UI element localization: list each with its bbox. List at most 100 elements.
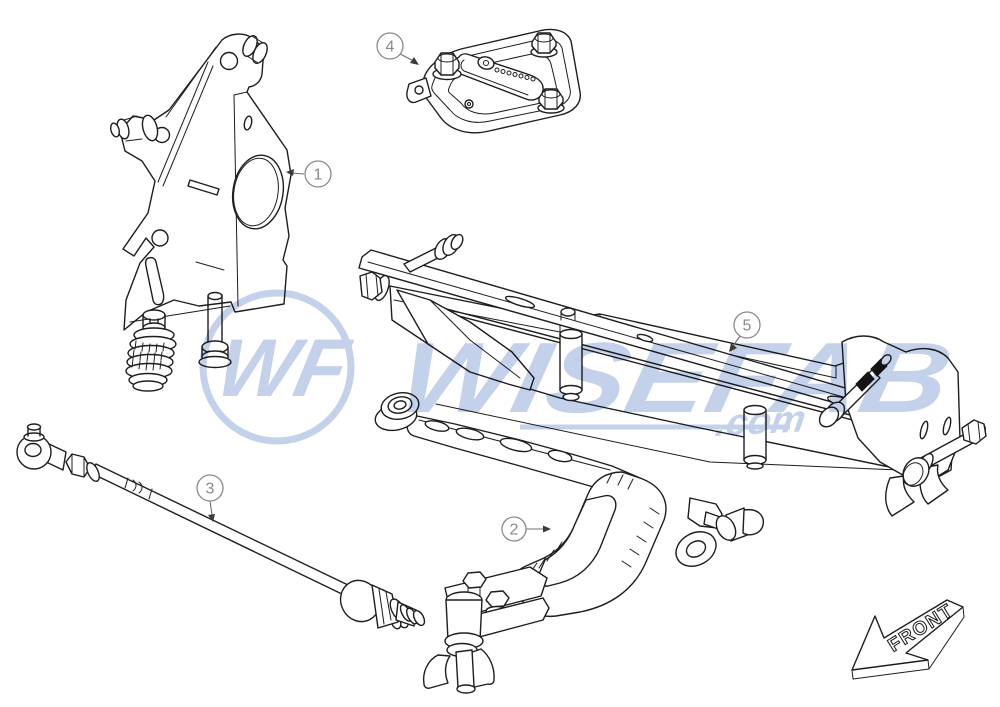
fork-bolt-1-head <box>462 571 487 589</box>
part-4-nut-top-right <box>530 32 558 58</box>
part-5-left-foot-fold <box>429 299 521 379</box>
part-3-rod-end <box>16 423 67 471</box>
bracket-slot-1 <box>919 420 929 440</box>
part-5-crossmember-brace <box>358 233 987 517</box>
part-2-cutout-2 <box>455 427 485 441</box>
callout-3-arrowhead <box>208 514 215 522</box>
part-3-tie-rod <box>16 423 426 629</box>
callout-5: 5 <box>729 311 761 352</box>
joint-hex-body <box>371 584 399 629</box>
bolt-head-cap <box>450 233 464 251</box>
callout-5-arrowhead <box>729 343 737 352</box>
watermark: WF WISEFAB .com <box>199 289 961 445</box>
hex-nut-facets <box>967 421 981 443</box>
callout-4: 4 <box>376 32 419 65</box>
watermark-roundel-ring <box>199 289 355 445</box>
front-arrow-extrusion <box>851 606 965 680</box>
part-5-bolt-left <box>359 271 390 302</box>
part-4-nut-bottom-right <box>537 88 565 114</box>
part-5-blade-slot-2 <box>636 333 654 343</box>
spacer-foot <box>746 462 764 470</box>
hex-nut <box>961 419 987 445</box>
callout-1-arrowhead <box>286 169 294 176</box>
part-1-slanted-slot-mark <box>187 179 220 196</box>
part-4-screw <box>464 99 474 109</box>
part-1-top-hole <box>219 51 239 71</box>
rod-end-washer <box>23 432 45 442</box>
callout-5-leader <box>732 335 741 347</box>
part-2-cutout-3 <box>499 437 533 453</box>
cylinder-top <box>207 291 223 301</box>
callout-3-circle <box>196 474 224 502</box>
part-2-lower-control-arm <box>374 391 764 694</box>
spacer-bolt-head <box>560 307 576 317</box>
part-5-blade-inner-line <box>367 261 936 424</box>
callout-4-number: 4 <box>386 39 395 56</box>
part-2-bottom-fork <box>390 566 550 694</box>
bushing-cone <box>742 508 764 536</box>
jam-nut-collar <box>86 461 100 483</box>
eye-inner <box>393 400 407 410</box>
callout-5-number: 5 <box>743 318 752 335</box>
spacer-bolt-sides <box>560 311 576 321</box>
part-5-spacer-1 <box>559 307 583 402</box>
callout-1: 1 <box>286 160 332 188</box>
callout-5-circle <box>733 311 761 339</box>
spacer-top <box>743 404 767 416</box>
part-1-lower-slot <box>144 256 165 306</box>
callout-2-circle <box>501 516 527 542</box>
bracket-slot-2 <box>942 416 952 436</box>
front-arrow-label: FRONT <box>885 600 958 656</box>
callout-1-number: 1 <box>314 167 323 184</box>
part-1-top-bushing-rear <box>252 42 268 64</box>
part-1-spring-stack <box>125 305 231 392</box>
callout-2: 2 <box>501 516 551 542</box>
part-4-nut-left <box>432 52 462 81</box>
callout-3-leader <box>209 500 213 516</box>
callout-4-circle <box>376 32 404 60</box>
rod-end-ball <box>24 442 42 458</box>
part-4-cam-hub <box>477 56 495 70</box>
hex-top <box>534 33 554 43</box>
part-4-cam-hub-hole <box>483 60 489 66</box>
part-5-blade-slot-1 <box>504 295 536 309</box>
part-5-beam-bottom-edge <box>435 403 949 473</box>
part-2-s-arm-kidney-hole <box>537 494 617 587</box>
part-1-rib-line <box>157 61 214 187</box>
part-5-bolt-top-left <box>403 233 464 273</box>
fork-trumpet-left <box>422 654 451 689</box>
part-1-small-slot <box>243 115 253 131</box>
spacer-top <box>559 328 583 340</box>
watermark-initials: WF <box>209 322 358 414</box>
part-1-bushing-lines <box>246 35 264 64</box>
part-1-large-oval <box>231 154 285 230</box>
part-2-cutout-4 <box>547 449 573 463</box>
part-2-cutout-1 <box>424 420 450 432</box>
stud-head-cap <box>818 406 840 428</box>
spacer-foot <box>562 392 580 402</box>
hex-top <box>541 89 561 99</box>
watermark-suffix: .com <box>713 398 809 445</box>
big-bolt-head-inner <box>902 462 924 486</box>
part-1-stub-axle <box>110 114 159 142</box>
hex-facets <box>440 52 454 76</box>
spring-cap-lower <box>132 380 164 392</box>
joint-end-cap <box>412 609 426 627</box>
part-4-cam-slot-inner <box>460 59 529 96</box>
part-1-fold-line <box>233 91 248 307</box>
part-3-rod-segments <box>124 477 153 500</box>
fork-bolt-2-head <box>485 590 510 608</box>
callout-4-arrowhead <box>410 57 419 65</box>
jam-nut-facets <box>71 453 85 478</box>
part-1-left-edge-inner <box>165 46 217 118</box>
part-5-threaded-stud <box>818 354 892 428</box>
part-3-inner-joint <box>339 579 426 629</box>
rod-end-stud <box>27 427 41 437</box>
callout-3: 3 <box>196 474 224 522</box>
fork-pin-cap <box>456 684 476 694</box>
front-arrow-top-face <box>851 599 964 671</box>
spring-serrations <box>131 340 165 371</box>
bracket-fin-1 <box>885 475 915 517</box>
